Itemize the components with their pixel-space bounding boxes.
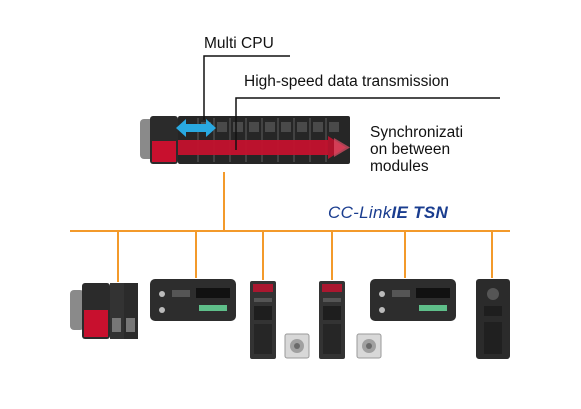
main-plc-rack (140, 116, 350, 164)
high-speed-label: High-speed data transmission (244, 73, 450, 90)
network-bus (70, 172, 510, 282)
leader-lines (203, 55, 500, 150)
synchronization-label: Synchronizati on between modules (370, 124, 464, 175)
logo-part-tsn: TSN (408, 203, 449, 222)
servo-drive-1 (250, 281, 310, 359)
remote-plc (70, 283, 138, 339)
cc-link-ie-tsn-logo: CC-LinkIE TSN (328, 203, 448, 223)
logo-part-ie: IE (391, 203, 409, 222)
inverter (476, 279, 510, 359)
logo-part-cclink: CC-Link (328, 203, 392, 222)
multi-cpu-label: Multi CPU (204, 35, 274, 52)
io-module-2 (370, 279, 456, 321)
multi-cpu-arrow (176, 119, 216, 137)
io-module-1 (150, 279, 236, 321)
servo-drive-2 (319, 281, 382, 359)
